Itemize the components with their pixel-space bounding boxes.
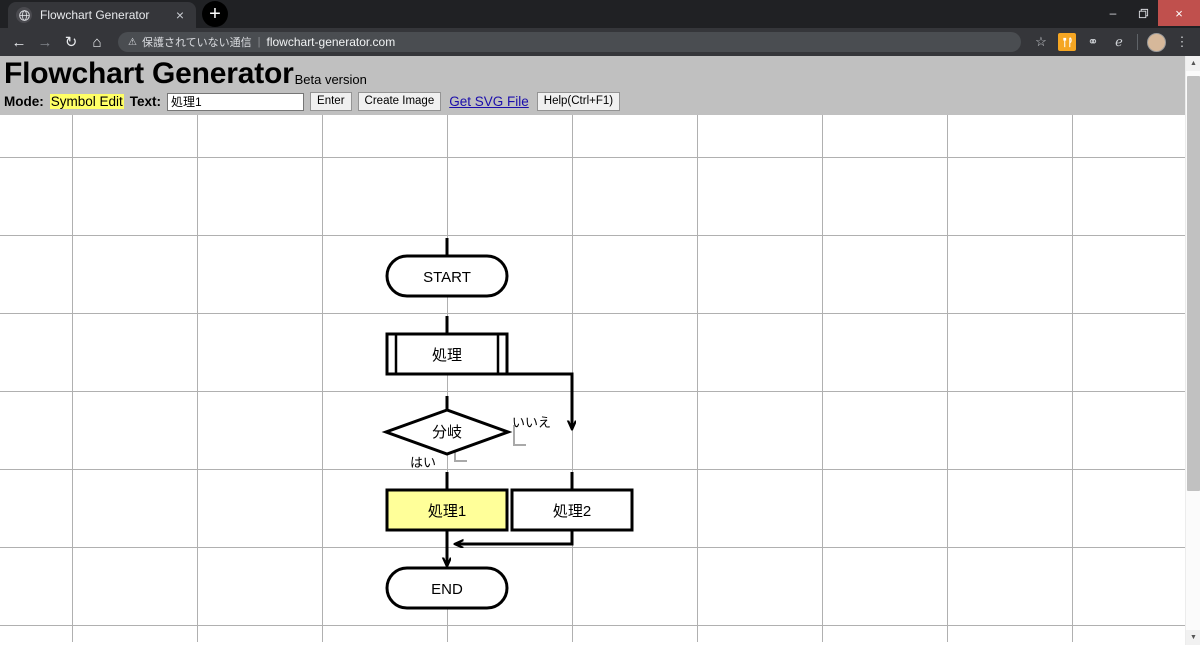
enter-button[interactable]: Enter [310, 92, 352, 111]
node-decision-label: 分岐 [432, 424, 462, 441]
home-icon[interactable]: ⌂ [92, 33, 102, 51]
node-proc-label: 処理 [432, 347, 462, 364]
app-header: Flowchart Generator Beta version Mode: S… [0, 56, 1200, 115]
browser-toolbar: ← → ↻ ⌂ ⚠ 保護されていない通信 | flowchart-generat… [0, 28, 1200, 56]
flowchart-canvas[interactable]: START 処理 分岐 処理1 [0, 115, 1200, 642]
window-close-icon[interactable]: × [1158, 0, 1200, 26]
maximize-icon[interactable] [1128, 0, 1158, 26]
edge-label-hai: はい [410, 455, 436, 470]
node-proc[interactable]: 処理 [385, 332, 509, 376]
back-icon[interactable]: ← [11, 33, 27, 51]
mode-value[interactable]: Symbol Edit [49, 94, 124, 109]
new-tab-button[interactable]: + [202, 1, 228, 27]
create-image-button[interactable]: Create Image [357, 92, 442, 111]
scrollbar-thumb[interactable] [1187, 76, 1200, 491]
extension-e-icon[interactable]: ℯ [1115, 34, 1123, 49]
close-icon[interactable]: × [175, 7, 185, 23]
toolbar-actions: ☆ ⚭ ℯ ⋮ [1029, 30, 1194, 54]
not-secure-label: 保護されていない通信 [141, 37, 252, 49]
minimize-icon[interactable]: – [1109, 6, 1117, 20]
window-controls: – × [1098, 0, 1200, 26]
page-content: Flowchart Generator Beta version Mode: S… [0, 56, 1200, 645]
tab-title: Flowchart Generator [40, 8, 150, 22]
tab-strip: Flowchart Generator × + – × [0, 0, 1200, 28]
node-proc2-label: 処理2 [553, 503, 591, 520]
extension-link-icon[interactable]: ⚭ [1087, 34, 1099, 49]
bookmark-star-icon[interactable]: ☆ [1035, 34, 1047, 49]
scroll-down-icon[interactable]: ▼ [1186, 630, 1200, 645]
node-proc1[interactable]: 処理1 [385, 488, 509, 532]
text-label: Text: [129, 94, 162, 109]
text-input[interactable] [167, 92, 305, 111]
not-secure-icon: ⚠ [128, 36, 137, 48]
node-proc1-label: 処理1 [428, 503, 466, 520]
beta-label: Beta version [294, 72, 367, 87]
controls-toolbar: Mode: Symbol Edit Text: Enter Create Ima… [0, 90, 1200, 115]
reload-icon[interactable]: ↻ [64, 34, 78, 51]
extension-cutlery-icon[interactable] [1055, 30, 1079, 54]
avatar[interactable] [1144, 30, 1168, 54]
node-decision[interactable]: 分岐 [381, 408, 513, 456]
node-end-label: END [431, 581, 463, 598]
address-bar-url: flowchart-generator.com [266, 35, 396, 49]
node-start[interactable]: START [385, 254, 509, 298]
node-proc2[interactable]: 処理2 [510, 488, 634, 532]
node-start-label: START [423, 269, 471, 286]
page-scrollbar[interactable]: ▲ ▼ [1185, 56, 1200, 645]
address-bar[interactable]: ⚠ 保護されていない通信 | flowchart-generator.com [118, 32, 1021, 52]
forward-icon[interactable]: → [37, 33, 53, 51]
edge-label-iie: いいえ [512, 415, 551, 430]
scroll-up-icon[interactable]: ▲ [1186, 56, 1200, 71]
handle-hai[interactable] [454, 451, 467, 462]
flowchart-diagram: START 処理 分岐 処理1 [381, 238, 634, 610]
omnibox-separator: | [257, 36, 261, 48]
edge-decision-proc2 [508, 372, 572, 429]
page-title: Flowchart Generator [4, 57, 294, 90]
browser-tab[interactable]: Flowchart Generator × [8, 2, 196, 28]
globe-icon [16, 7, 32, 23]
handle-iie[interactable] [513, 425, 526, 446]
mode-label: Mode: [4, 94, 44, 109]
help-button[interactable]: Help(Ctrl+F1) [536, 92, 621, 111]
toolbar-divider [1137, 34, 1138, 50]
get-svg-file-link[interactable]: Get SVG File [449, 94, 529, 109]
chrome-menu-icon[interactable]: ⋮ [1175, 34, 1189, 49]
node-end[interactable]: END [385, 566, 509, 610]
title-row: Flowchart Generator Beta version [0, 56, 1200, 90]
